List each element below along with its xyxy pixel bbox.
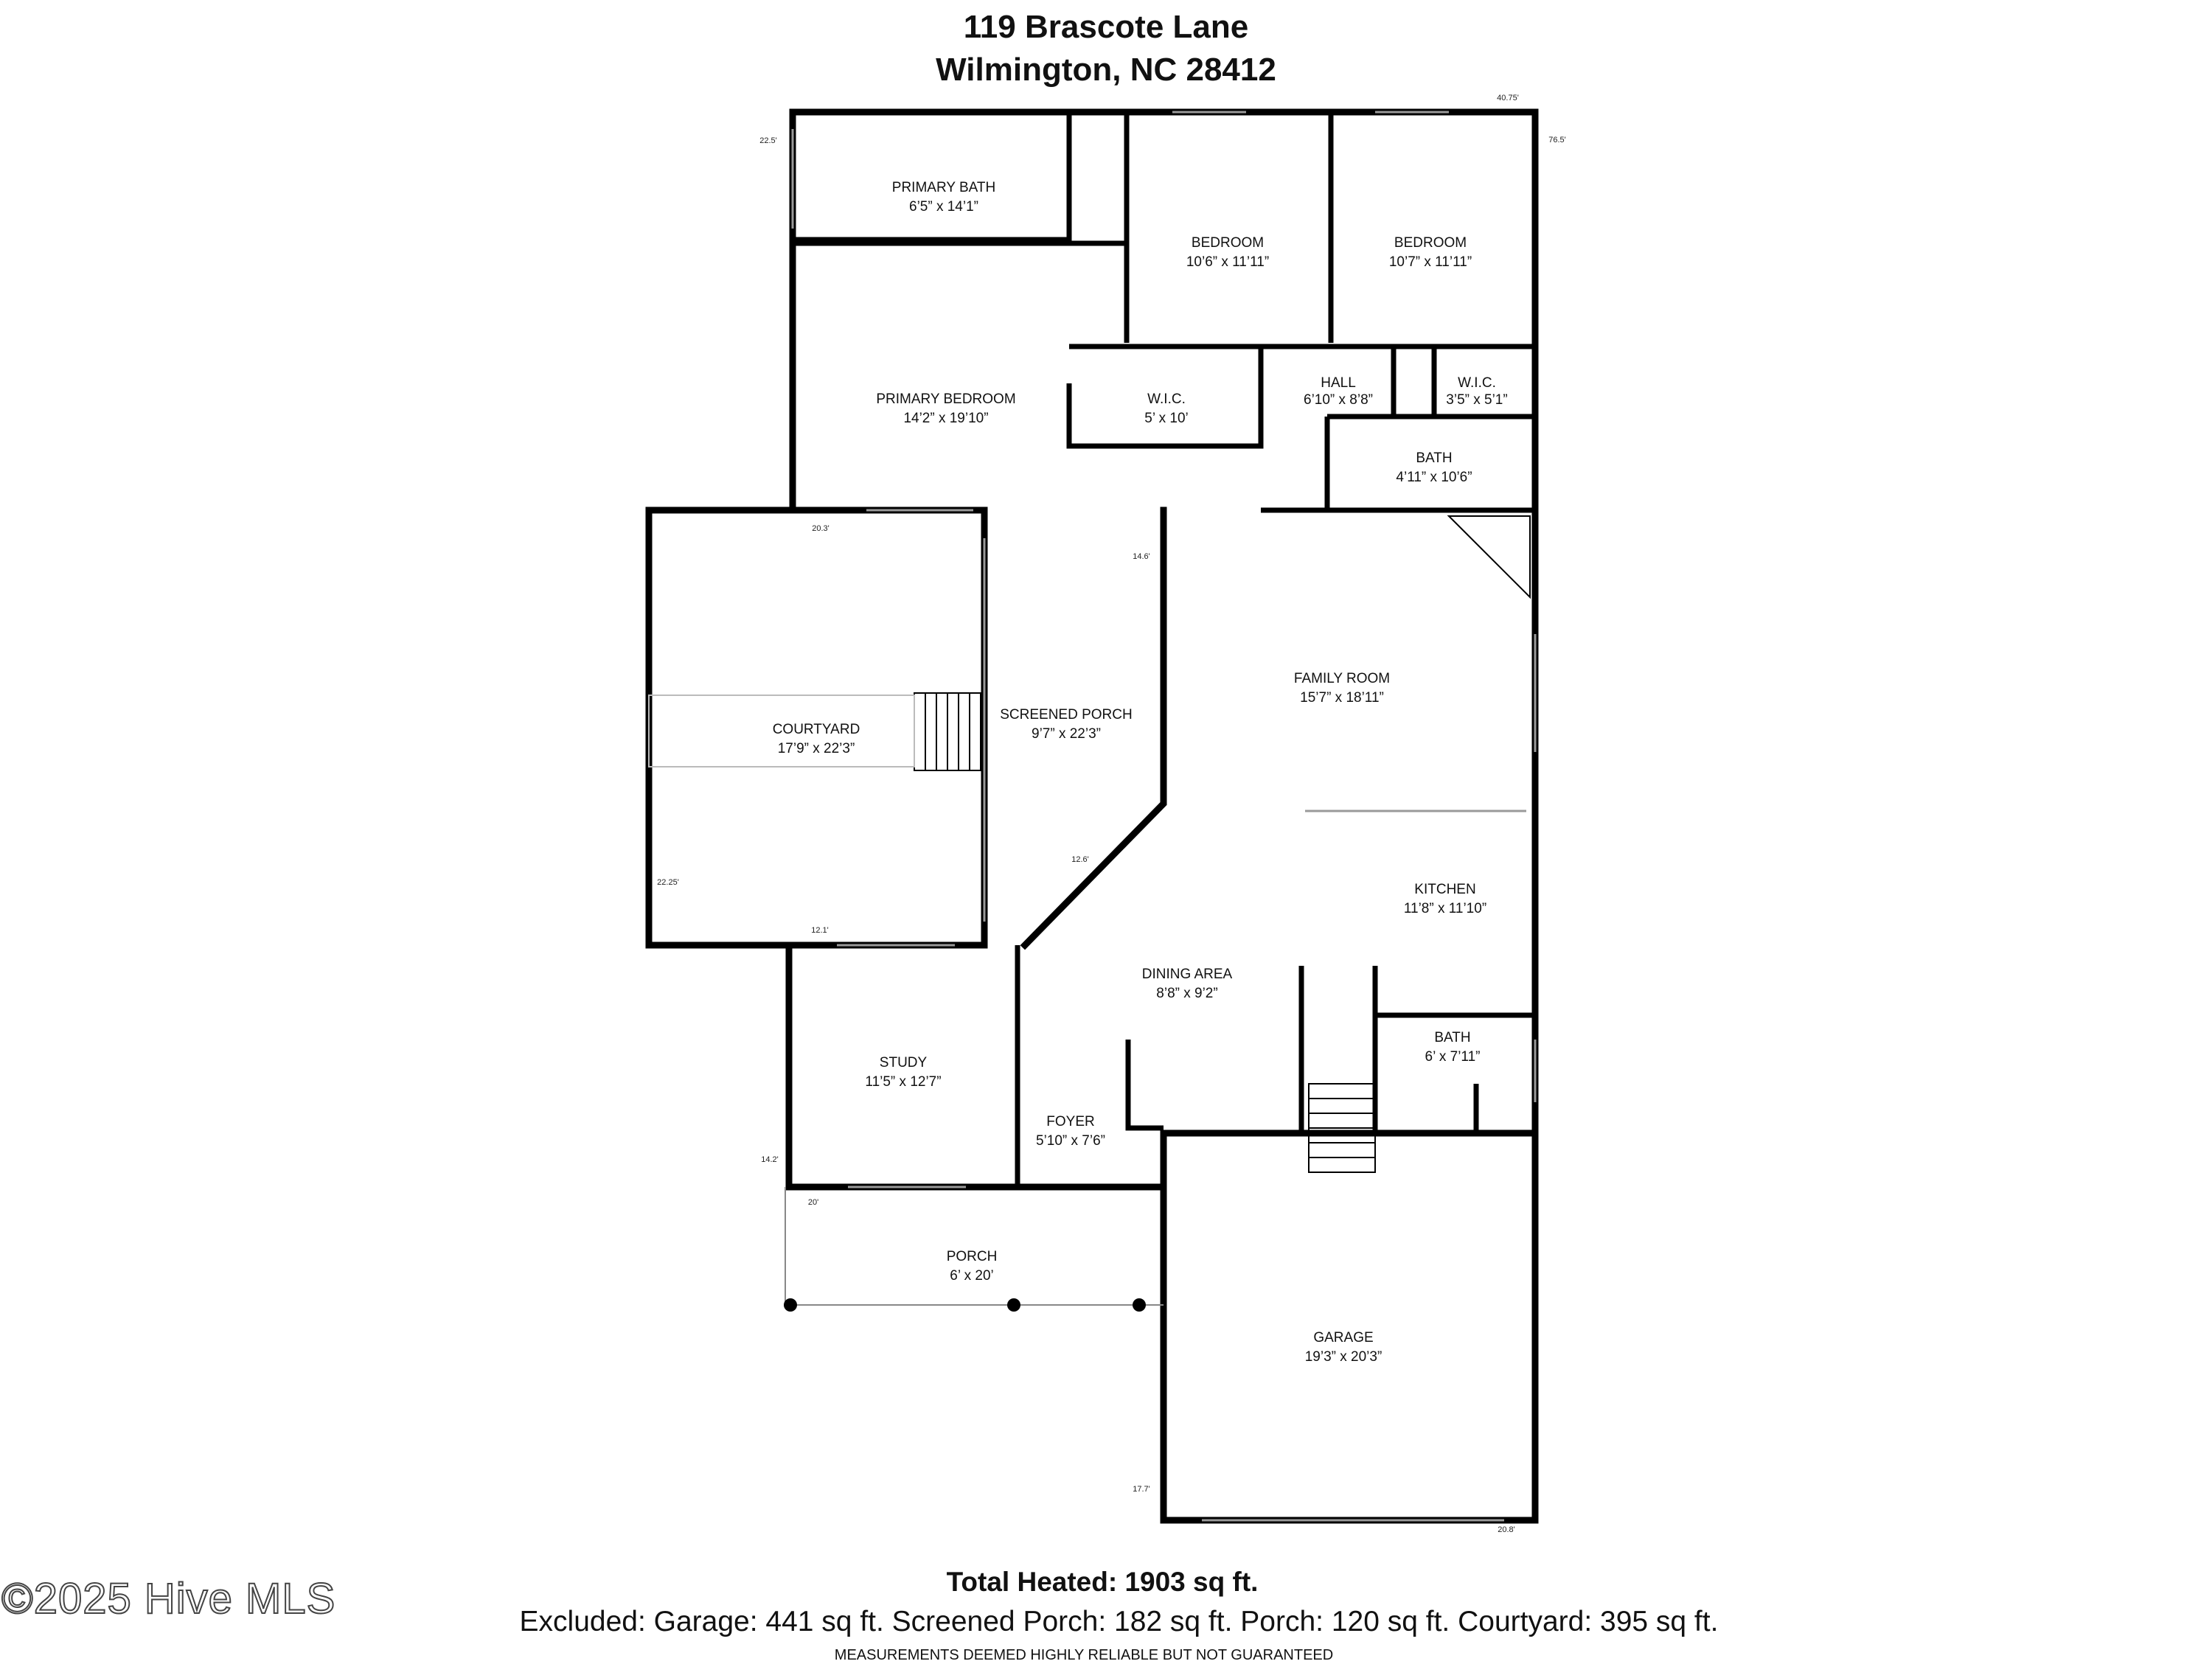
excluded-areas: Excluded: Garage: 441 sq ft. Screened Po…: [519, 1606, 1719, 1637]
room-dims: 14’2” x 19’10”: [903, 411, 988, 426]
courtyard-steps: [914, 692, 981, 771]
porch-column: [1007, 1298, 1020, 1312]
exterior-walls: [645, 108, 1539, 1524]
room-dims: 6’10” x 8’8”: [1304, 392, 1373, 408]
wall-stair: [1298, 966, 1378, 1133]
room-name: W.I.C.: [1147, 391, 1186, 407]
room-dims: 11’5” x 12’7”: [865, 1074, 941, 1090]
measurement: 12.1': [811, 926, 829, 935]
wall-bath-2: [1375, 1012, 1535, 1133]
wall-bath-1: [1324, 414, 1535, 510]
porch-column: [1133, 1298, 1146, 1312]
room-name: SCREENED PORCH: [1000, 707, 1132, 723]
disclaimer: MEASUREMENTS DEEMED HIGHLY RELIABLE BUT …: [834, 1647, 1334, 1663]
measurement: 20': [808, 1198, 818, 1207]
room-name: KITCHEN: [1414, 882, 1475, 897]
room-name: BATH: [1416, 450, 1452, 466]
measurement: 22.5': [759, 136, 777, 145]
measurement: 12.6': [1071, 855, 1089, 864]
room-dims: 19’3” x 20’3”: [1305, 1349, 1382, 1365]
wall-primary-bath: [793, 112, 1072, 243]
room-dims: 6’ x 7’11”: [1425, 1049, 1481, 1065]
measurement-labels: 40.75' 76.5' 22.5' 20.3' 14.6' 22.25' 12…: [657, 94, 1566, 1534]
room-dims: 9’7” x 22’3”: [1032, 726, 1101, 742]
room-name: BATH: [1434, 1030, 1470, 1045]
total-heated: Total Heated: 1903 sq ft.: [946, 1567, 1259, 1597]
room-dims: 5’ x 10’: [1144, 411, 1189, 426]
watermark: ©2025 Hive MLS: [1, 1574, 336, 1623]
measurement: 14.6': [1133, 552, 1150, 561]
room-name: STUDY: [880, 1055, 928, 1071]
porch-column: [784, 1298, 797, 1312]
measurement: 20.3': [812, 524, 830, 533]
wall-screened-porch-diagonal: [1020, 763, 1167, 950]
room-dims: 4’11” x 10’6”: [1396, 470, 1472, 485]
garage-steps: [1308, 1083, 1376, 1173]
room-name: W.I.C.: [1458, 375, 1496, 391]
windows: [791, 111, 1537, 1522]
porch-columns: [784, 1298, 1146, 1312]
room-name: DINING AREA: [1142, 967, 1233, 982]
wall-foyer: [1125, 1040, 1164, 1131]
room-name: COURTYARD: [773, 722, 860, 737]
measurement: 40.75': [1497, 94, 1519, 102]
address-line-2: Wilmington, NC 28412: [936, 52, 1276, 88]
room-dims: 8’8” x 9’2”: [1156, 986, 1217, 1001]
address-line-1: 119 Brascote Lane: [963, 9, 1249, 45]
room-dims: 3’5” x 5’1”: [1446, 392, 1507, 408]
measurement: 20.8': [1498, 1525, 1515, 1534]
room-dims: 11’8” x 11’10”: [1404, 901, 1486, 916]
room-name: FOYER: [1046, 1114, 1094, 1129]
room-name: FAMILY ROOM: [1294, 671, 1390, 686]
wall-garage: [1160, 1129, 1539, 1524]
room-labels: PRIMARY BATH 6’5” x 14’1” BEDROOM 10’6” …: [773, 180, 1508, 1365]
room-name: PORCH: [947, 1249, 998, 1264]
wall-study: [785, 941, 1164, 1191]
room-name: BEDROOM: [1192, 235, 1264, 251]
room-dims: 5’10” x 7’6”: [1036, 1133, 1105, 1149]
room-name: PRIMARY BATH: [892, 180, 995, 195]
porch-outline: [785, 1187, 1164, 1306]
room-dims: 10’6” x 11’11”: [1186, 254, 1269, 270]
room-dims: 17’9” x 22’3”: [778, 741, 855, 756]
measurement: 76.5': [1548, 136, 1566, 145]
measurement: 14.2': [761, 1155, 779, 1164]
room-name: GARAGE: [1313, 1330, 1373, 1346]
measurement: 22.25': [657, 878, 679, 887]
room-dims: 10’7” x 11’11”: [1389, 254, 1472, 270]
room-dims: 15’7” x 18’11”: [1300, 690, 1384, 706]
corner-stair: [1447, 515, 1531, 599]
measurement: 17.7': [1133, 1485, 1150, 1494]
courtyard-walkway: [648, 695, 915, 767]
room-name: BEDROOM: [1394, 235, 1467, 251]
interior-walls: [793, 112, 1535, 1187]
room-name: PRIMARY BEDROOM: [876, 391, 1015, 407]
room-name: HALL: [1321, 375, 1356, 391]
room-dims: 6’5” x 14’1”: [909, 199, 978, 215]
room-dims: 6’ x 20’: [950, 1268, 994, 1284]
wall-wic-1: [1066, 344, 1264, 449]
